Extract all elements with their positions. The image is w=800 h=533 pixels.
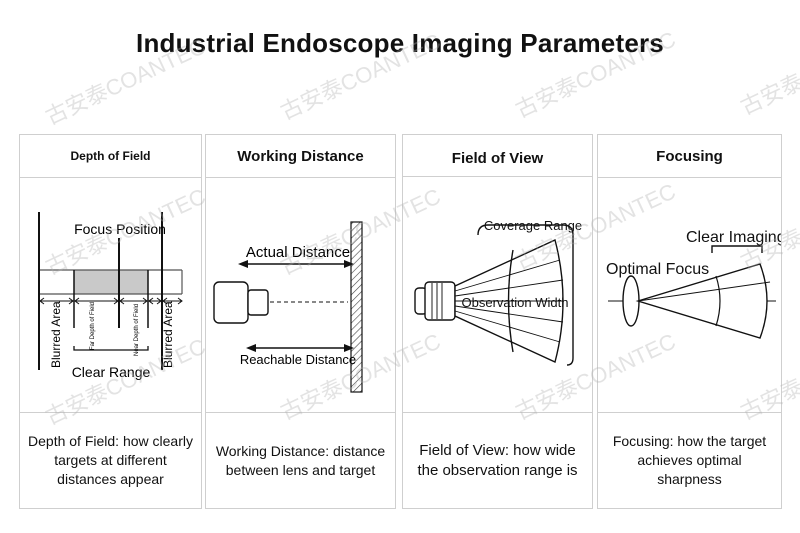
depth-of-field-caption: Depth of Field: how clearly targets at di… [20, 412, 201, 508]
working-distance-panel: Working Distance Actual Distance Reachab… [205, 134, 396, 509]
far-depth-of-field-label: Far Depth of Field [90, 302, 96, 350]
caption-line: sharpness [657, 471, 722, 487]
field-of-view-panel: Field of View Coverage Range Observation… [402, 134, 593, 509]
depth-of-field-header: Depth of Field [20, 135, 201, 178]
blurred-area-left-label: Blurred Area [49, 301, 63, 368]
focusing-panel: Focusing Clear Imaging Optimal Focus Foc… [597, 134, 782, 509]
actual-distance-label: Actual Distance [246, 244, 350, 261]
actual-distance-arrow [238, 260, 354, 268]
blurred-area-right-label: Blurred Area [161, 301, 175, 368]
camera-lens [247, 289, 269, 316]
working-distance-header: Working Distance [206, 135, 395, 178]
depth-of-field-diagram: Focus Position Blurred Area Blurred Area… [38, 212, 183, 380]
caption-line: Working Distance: distance [215, 442, 386, 459]
clear-zone-shade [74, 270, 148, 294]
near-depth-of-field-label: Near Depth of Field [134, 304, 140, 356]
reachable-distance-arrow [246, 344, 354, 352]
clear-range-bracket [73, 346, 149, 351]
clear-imaging-label: Clear Imaging [686, 229, 781, 246]
optimal-focus-label: Optimal Focus [606, 261, 709, 278]
reachable-distance-label: Reachable Distance [240, 352, 356, 367]
cone-rays [454, 259, 564, 343]
focusing-caption: Focusing: how the target achieves optimal… [598, 412, 781, 508]
clear-range-label: Clear Range [72, 364, 151, 380]
caption-line: the observation range is [417, 461, 578, 479]
focal-plane-arc [715, 275, 721, 327]
depth-of-field-panel: Depth of Field Focus Position Blurred Ar… [19, 134, 202, 509]
dimension-arrows [39, 297, 183, 305]
field-of-view-header: Field of View [403, 135, 592, 177]
lens-rings [431, 283, 443, 319]
caption-line: Focusing: how the target [612, 433, 767, 449]
focusing-diagram: Clear Imaging Optimal Focus [606, 229, 781, 339]
caption-line: distances appear [57, 471, 164, 487]
coverage-range-bracket [477, 224, 574, 366]
working-distance-caption: Working Distance: distance between lens a… [206, 412, 395, 508]
focus-cone [635, 263, 768, 339]
cone-ray [637, 281, 771, 302]
coverage-range-label: Coverage Range [484, 218, 582, 233]
caption-line: targets at different [54, 452, 167, 468]
caption-line: between lens and target [225, 461, 376, 478]
focus-position-label: Focus Position [74, 221, 166, 237]
observation-width-arc [507, 249, 514, 353]
clear-imaging-bracket [711, 245, 763, 253]
observation-width-label: Observation Width [462, 295, 569, 310]
caption-line: Field of View: how wide [419, 441, 576, 459]
target-surface [350, 221, 363, 393]
focusing-header: Focusing [598, 135, 781, 178]
page-title: Industrial Endoscope Imaging Parameters [136, 28, 664, 58]
field-of-view-diagram: Coverage Range Observation Width [414, 218, 582, 366]
camera-lens [424, 281, 456, 321]
working-distance-diagram: Actual Distance Reachable Distance [213, 221, 363, 393]
caption-line: achieves optimal [637, 452, 742, 468]
camera-body [213, 281, 249, 324]
caption-line: Depth of Field: how clearly [28, 433, 193, 449]
field-of-view-caption: Field of View: how wide the observation r… [403, 412, 592, 508]
